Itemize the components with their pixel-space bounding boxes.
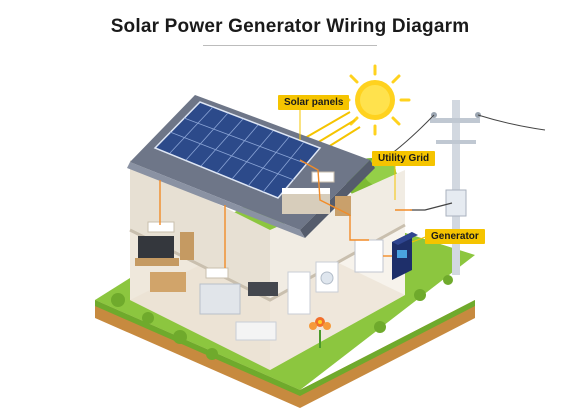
title-underline [203,45,377,46]
label-solar-panels: Solar panels [278,95,350,110]
inverter-battery [354,232,418,280]
wiring [159,159,412,268]
kitchen [199,261,339,341]
label-utility-grid: Utility Grid [372,151,436,166]
solar-panels-array [153,101,322,199]
label-generator: Generator [425,229,485,244]
upstairs-bedroom [282,171,351,216]
living-room [135,221,194,292]
page-title: Solar Power Generator Wiring Diagarm [110,16,470,37]
sun-icon [339,64,411,136]
flower-icon [309,317,331,348]
bushes [111,275,453,360]
utility-pole [374,100,546,275]
